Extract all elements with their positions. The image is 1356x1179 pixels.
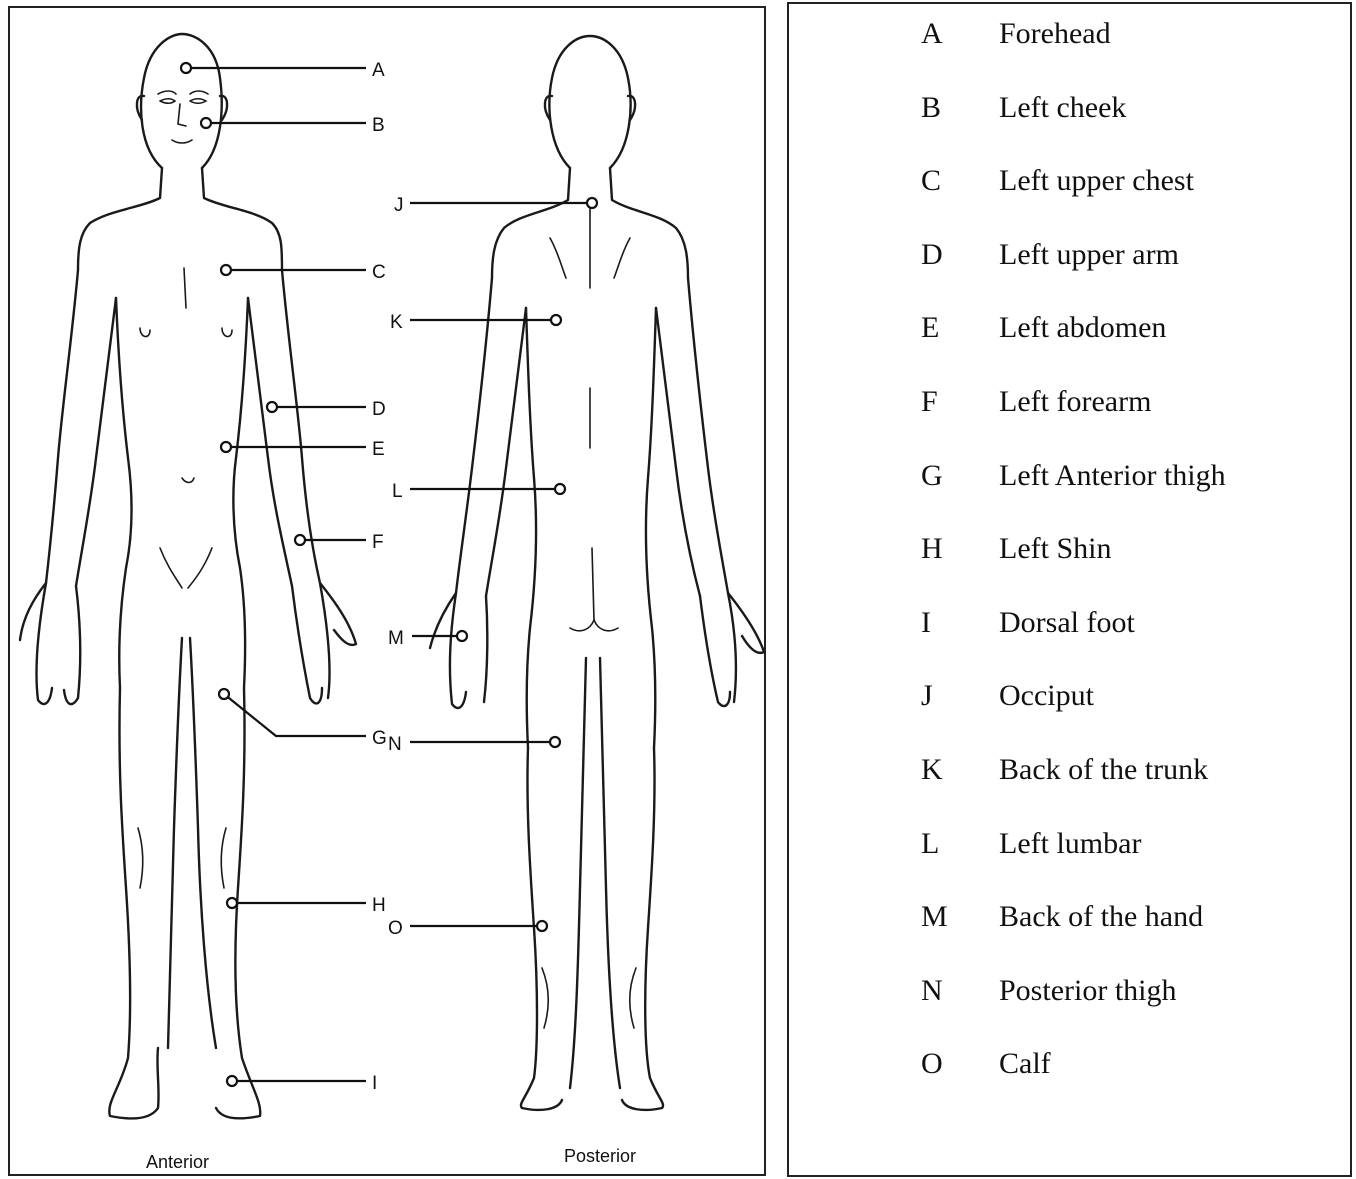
marker-B: B [201,115,385,136]
legend-row: H Left Shin [789,529,1350,569]
legend-letter: J [921,676,933,716]
legend-letter: D [921,235,943,275]
legend-letter: I [921,603,931,643]
view-label-anterior: Anterior [146,1152,209,1172]
body-diagram: A B C D E F G [10,8,768,1178]
legend-row: A Forehead [789,14,1350,54]
legend-region: Calf [999,1044,1051,1084]
posterior-figure [430,36,764,1110]
marker-H: H [227,895,386,916]
legend-letter: C [921,161,941,201]
legend-row: N Posterior thigh [789,971,1350,1011]
marker-O: O [388,918,547,939]
legend-region: Forehead [999,14,1111,54]
svg-text:H: H [372,895,386,916]
svg-text:E: E [372,439,385,460]
legend-letter: N [921,971,943,1011]
legend-row: G Left Anterior thigh [789,456,1350,496]
legend-letter: B [921,88,941,128]
legend-region: Left upper arm [999,235,1179,275]
legend-row: F Left forearm [789,382,1350,422]
legend-letter: A [921,14,943,54]
svg-text:F: F [372,532,384,553]
svg-text:I: I [372,1073,377,1094]
legend-region: Left cheek [999,88,1126,128]
legend-row: E Left abdomen [789,308,1350,348]
legend-letter: M [921,897,948,937]
svg-text:M: M [388,628,404,649]
legend-letter: H [921,529,943,569]
marker-A: A [181,60,385,81]
svg-text:A: A [372,60,385,81]
svg-text:G: G [372,728,387,749]
anterior-figure [20,34,356,1118]
marker-F: F [295,532,384,553]
legend-letter: O [921,1044,943,1084]
marker-C: C [221,262,386,283]
legend-row: M Back of the hand [789,897,1350,937]
svg-text:D: D [372,399,386,420]
marker-J: J [394,195,597,216]
body-diagram-panel: A B C D E F G [8,6,766,1176]
svg-text:J: J [394,195,404,216]
marker-N: N [388,734,560,755]
marker-D: D [267,399,386,420]
legend-letter: F [921,382,938,422]
legend-panel: A Forehead B Left cheek C Left upper che… [787,2,1352,1177]
marker-K: K [390,312,561,333]
legend-row: I Dorsal foot [789,603,1350,643]
legend-letter: E [921,308,939,348]
legend-region: Left Shin [999,529,1112,569]
legend-region: Left upper chest [999,161,1194,201]
legend-region: Posterior thigh [999,971,1177,1011]
legend-region: Left lumbar [999,824,1141,864]
legend-row: O Calf [789,1044,1350,1084]
legend-row: L Left lumbar [789,824,1350,864]
legend-row: K Back of the trunk [789,750,1350,790]
legend-letter: K [921,750,943,790]
svg-text:C: C [372,262,386,283]
legend-region: Back of the hand [999,897,1203,937]
legend-region: Dorsal foot [999,603,1135,643]
svg-text:L: L [392,481,403,502]
legend-row: J Occiput [789,676,1350,716]
svg-text:N: N [388,734,402,755]
marker-L: L [392,481,565,502]
legend-letter: L [921,824,939,864]
legend-region: Left forearm [999,382,1151,422]
svg-text:K: K [390,312,403,333]
legend-row: B Left cheek [789,88,1350,128]
marker-M: M [388,628,467,649]
legend-region: Left Anterior thigh [999,456,1226,496]
legend-letter: G [921,456,943,496]
svg-text:B: B [372,115,385,136]
legend-row: D Left upper arm [789,235,1350,275]
view-label-posterior: Posterior [564,1146,636,1166]
legend-region: Left abdomen [999,308,1166,348]
legend-region: Occiput [999,676,1094,716]
legend-row: C Left upper chest [789,161,1350,201]
svg-text:O: O [388,918,403,939]
legend-region: Back of the trunk [999,750,1208,790]
